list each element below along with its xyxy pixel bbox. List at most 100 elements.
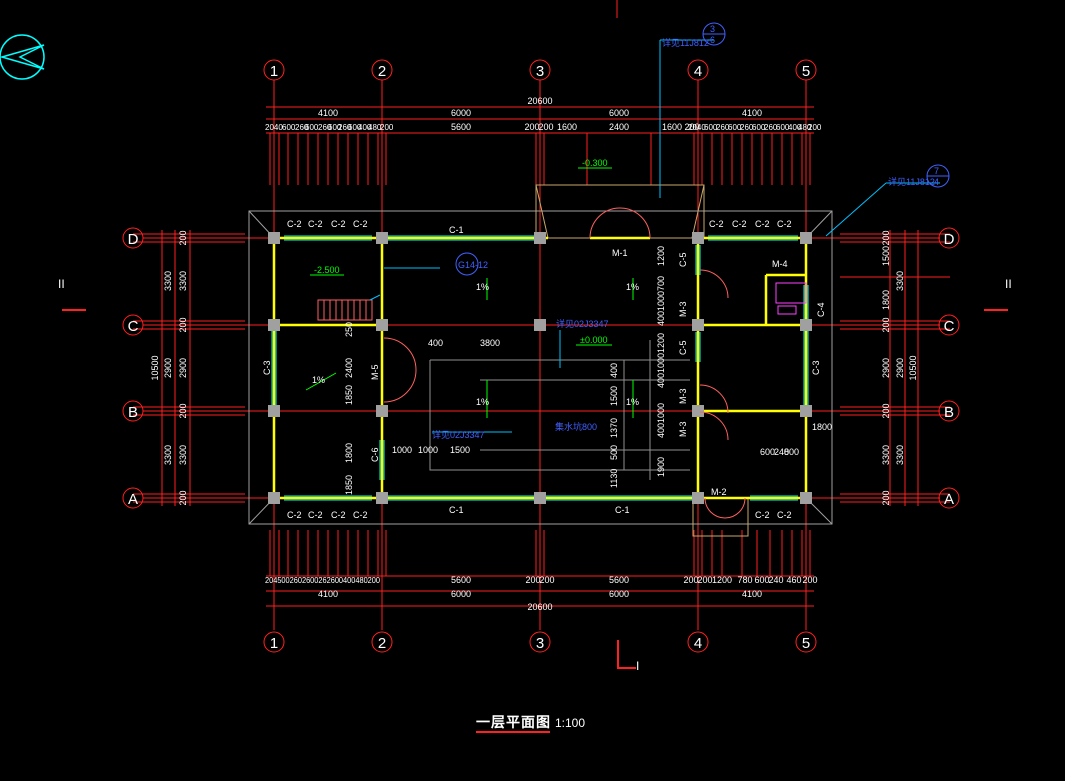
svg-text:1200: 1200 — [712, 575, 732, 585]
svg-text:1000: 1000 — [392, 445, 412, 455]
svg-text:200: 200 — [802, 575, 817, 585]
detail-reference-mid — [455, 252, 479, 276]
svg-text:240: 240 — [774, 447, 789, 457]
axis-row-d-right: D — [944, 231, 955, 248]
level-basement: -2.500 — [314, 265, 340, 275]
svg-text:C-2: C-2 — [287, 219, 302, 229]
dim-sub-5600-top: 5600 — [451, 122, 471, 132]
svg-text:2900: 2900 — [178, 358, 188, 378]
svg-text:1800: 1800 — [344, 443, 354, 463]
axis-row-a-right: A — [944, 491, 954, 508]
svg-text:M-5: M-5 — [370, 365, 380, 381]
svg-text:4001000: 4001000 — [656, 403, 666, 438]
svg-text:2400: 2400 — [344, 358, 354, 378]
bottom-dimensions: 5600 200 200 5600 200 200 1200 780 600 2… — [318, 575, 818, 612]
svg-text:260: 260 — [318, 123, 332, 132]
svg-text:1850: 1850 — [344, 475, 354, 495]
svg-text:M-3: M-3 — [678, 389, 688, 405]
dim-sub-1600a-top: 1600 — [557, 122, 577, 132]
axis-col-1-top: 1 — [270, 63, 278, 80]
svg-text:3300: 3300 — [895, 445, 905, 465]
dim-bay1-top: 4100 — [318, 108, 338, 118]
svg-text:600: 600 — [704, 123, 718, 132]
svg-text:600: 600 — [754, 575, 769, 585]
slope-labels: 1% 1% 1% 1% 1% — [312, 282, 639, 407]
svg-text:1%: 1% — [312, 375, 325, 385]
svg-text:200: 200 — [881, 403, 891, 418]
ref-right-num: 7 — [934, 166, 939, 176]
svg-text:200: 200 — [178, 403, 188, 418]
section-mark-right: II — [1005, 277, 1012, 291]
svg-text:M-1: M-1 — [612, 248, 628, 258]
svg-text:600: 600 — [752, 123, 766, 132]
svg-text:C-1: C-1 — [615, 505, 630, 515]
svg-text:1800: 1800 — [812, 422, 832, 432]
dim-sub-5600a-bottom: 5600 — [451, 575, 471, 585]
svg-text:1%: 1% — [626, 397, 639, 407]
svg-text:2040: 2040 — [265, 123, 283, 132]
svg-text:C-4: C-4 — [816, 302, 826, 317]
svg-text:C-5: C-5 — [678, 340, 688, 355]
svg-text:C-2: C-2 — [308, 510, 323, 520]
svg-text:500: 500 — [609, 445, 619, 460]
svg-text:M-2: M-2 — [711, 487, 727, 497]
interior-lines — [429, 282, 807, 480]
left-dimensions: 10500 3300 2900 3300 3300 2900 3300 200 … — [150, 230, 188, 505]
svg-text:400: 400 — [358, 123, 372, 132]
level-floor: ±0.000 — [580, 335, 607, 345]
axis-col-2-top: 2 — [378, 63, 386, 80]
svg-text:200: 200 — [178, 490, 188, 505]
svg-text:1370: 1370 — [609, 418, 619, 438]
svg-text:800: 800 — [784, 447, 799, 457]
inner-dimensions: 400 3800 1000 1000 1500 1800 600 240 800… — [344, 246, 832, 495]
dim-total-bottom: 20600 — [527, 602, 552, 612]
svg-text:200: 200 — [683, 575, 698, 585]
svg-text:600: 600 — [760, 447, 775, 457]
svg-text:C-3: C-3 — [811, 360, 821, 375]
dim-bay1-bottom: 4100 — [318, 589, 338, 599]
svg-text:3300: 3300 — [178, 271, 188, 291]
svg-text:1200: 1200 — [656, 246, 666, 266]
svg-text:4001000: 4001000 — [656, 353, 666, 388]
right-dimensions: 1500 1800 2900 3300 200 200 200 200 3300… — [881, 230, 918, 505]
svg-text:600: 600 — [348, 123, 362, 132]
svg-text:C-2: C-2 — [732, 219, 747, 229]
svg-text:200: 200 — [881, 490, 891, 505]
axis-labels: 1 2 3 4 5 1 2 3 4 5 D C B A D C B A — [128, 63, 955, 652]
svg-text:C-2: C-2 — [353, 219, 368, 229]
svg-text:C-2: C-2 — [777, 219, 792, 229]
top-small-dimensions: 2040 600 260 600 260 600 260 600 400 480… — [265, 123, 822, 132]
svg-text:2900: 2900 — [895, 358, 905, 378]
svg-text:3300: 3300 — [178, 445, 188, 465]
ref-top-num: 3 — [710, 24, 715, 34]
svg-text:400: 400 — [788, 123, 802, 132]
svg-text:240: 240 — [768, 575, 783, 585]
dim-sub-200c-top: 200 — [684, 122, 699, 132]
svg-text:400: 400 — [428, 338, 443, 348]
dim-sub-5600b-bottom: 5600 — [609, 575, 629, 585]
axis-row-b-left: B — [128, 404, 138, 421]
north-arrow-icon — [0, 34, 45, 80]
svg-text:260: 260 — [764, 123, 778, 132]
note-11j812-top: 详见11J812 — [662, 37, 709, 48]
svg-text:600: 600 — [328, 123, 342, 132]
svg-text:600: 600 — [728, 123, 742, 132]
note-11j812-right: 详见11J812 — [888, 176, 935, 187]
svg-text:M-3: M-3 — [678, 422, 688, 438]
note-g14: G14-12 — [458, 260, 488, 270]
dim-bay4-top: 4100 — [742, 108, 762, 118]
svg-text:1%: 1% — [626, 282, 639, 292]
svg-text:200: 200 — [178, 317, 188, 332]
svg-text:4001000: 4001000 — [656, 291, 666, 326]
svg-text:C-2: C-2 — [308, 219, 323, 229]
dim-bay2-top: 6000 — [451, 108, 471, 118]
svg-text:C-2: C-2 — [709, 219, 724, 229]
svg-text:C-6: C-6 — [370, 447, 380, 462]
level-marks: -0.300 -2.500 ±0.000 — [310, 158, 612, 346]
svg-text:3800: 3800 — [480, 338, 500, 348]
svg-text:3300: 3300 — [895, 271, 905, 291]
axis-row-b-right: B — [944, 404, 954, 421]
axis-col-3-bottom: 3 — [536, 635, 544, 652]
ref-top-sheet: 6 — [710, 35, 715, 45]
